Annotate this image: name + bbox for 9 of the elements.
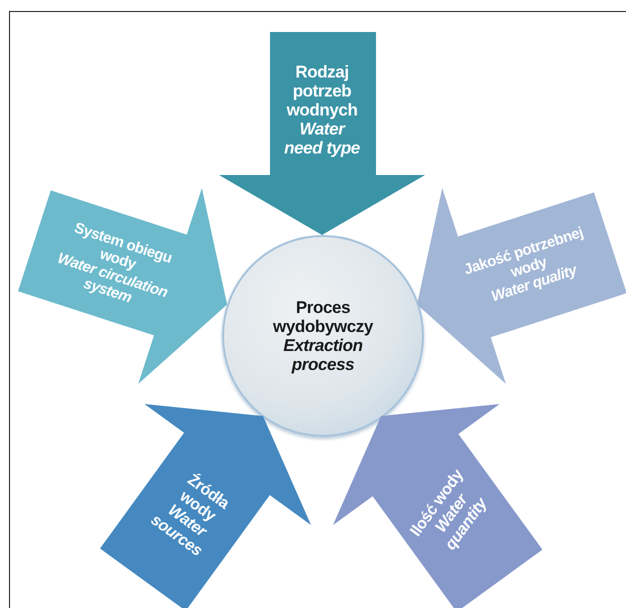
block-arrow bbox=[332, 404, 542, 608]
arrow-label: Rodzaj potrzeb wodnych bbox=[286, 62, 358, 120]
block-arrow bbox=[417, 188, 626, 384]
circle-label: Extraction process bbox=[282, 336, 364, 374]
block-arrow bbox=[219, 32, 425, 235]
block-arrow bbox=[18, 188, 227, 384]
arrow-label: Water need type bbox=[283, 120, 361, 158]
circle-label: Proces wydobywczy bbox=[272, 298, 374, 336]
block-arrow bbox=[100, 404, 312, 608]
